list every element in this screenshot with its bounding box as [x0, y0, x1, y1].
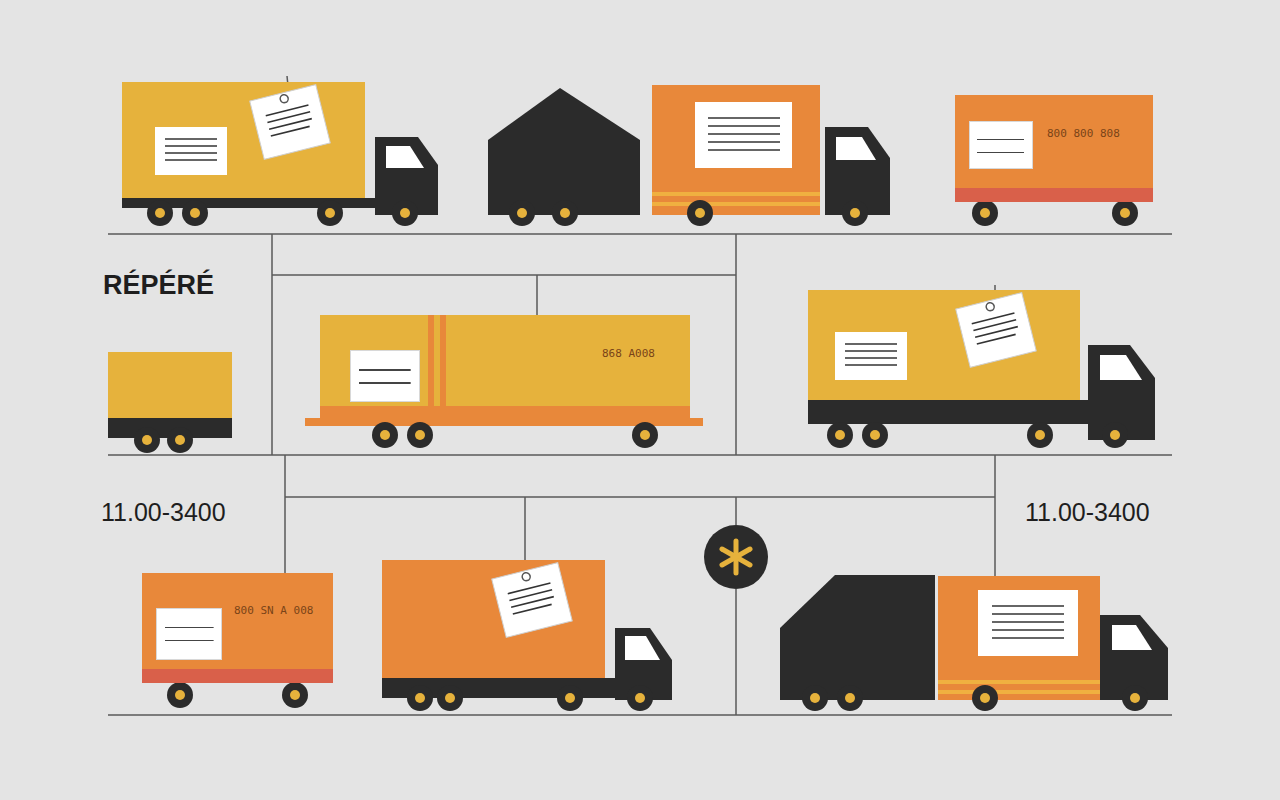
cargo-box: 868 A008 [320, 315, 690, 420]
plate-number: 868 A008 [602, 347, 655, 360]
truck [652, 85, 890, 226]
ground-lines [108, 76, 1172, 715]
label-sheet [350, 350, 420, 402]
section-label: RÉPÉRÉ [103, 270, 214, 301]
warehouse-truck [780, 575, 935, 711]
truck [938, 576, 1168, 711]
cargo-box: 800 800 808 [955, 95, 1153, 202]
plate-number: 800 800 808 [1047, 127, 1120, 140]
trailer [108, 352, 232, 453]
gear-icon [704, 525, 768, 589]
range-label: 11.00-3400 [1025, 498, 1150, 527]
van-wheels [167, 682, 308, 708]
truck [122, 82, 438, 226]
warehouse-truck [488, 88, 640, 226]
truck [808, 290, 1155, 448]
range-label: 11.00-3400 [101, 498, 226, 527]
plate-number: 800 SN A 008 [234, 604, 313, 617]
truck-base [305, 418, 703, 448]
truck [382, 560, 672, 711]
label-sheet [156, 608, 222, 660]
label-sheet [969, 121, 1033, 169]
van-wheels [972, 200, 1138, 226]
cargo-box: 800 SN A 008 [142, 573, 333, 683]
